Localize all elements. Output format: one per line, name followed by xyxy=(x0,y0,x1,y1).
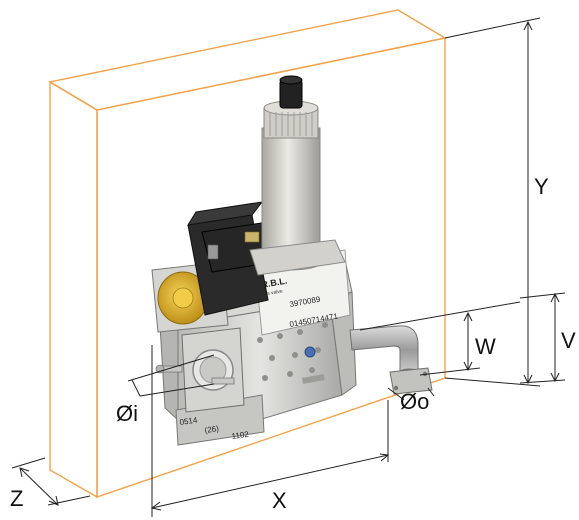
outlet-pipe xyxy=(349,325,419,375)
label-inlet-diameter: Øi xyxy=(116,401,138,426)
w-ext-bottom xyxy=(419,367,481,376)
z-dim-line xyxy=(19,467,59,506)
y-ext-bottom xyxy=(444,377,541,387)
actuator-cylinder xyxy=(261,127,321,264)
body-slot xyxy=(301,374,325,384)
cable-gland-top xyxy=(279,75,303,85)
body-mark-mid: (26) xyxy=(204,424,220,435)
oi-leader-top xyxy=(127,354,215,382)
body-mark-right: 1102 xyxy=(231,430,250,441)
actuator-base xyxy=(249,239,346,276)
actuator-ribs xyxy=(269,112,313,136)
v-ext-top xyxy=(519,292,566,299)
v-ext-bottom xyxy=(519,379,566,384)
body-mark-left: 0514 xyxy=(179,416,198,427)
blue-screw xyxy=(304,346,316,358)
w-ext-top xyxy=(359,301,521,331)
pressure-switch-knob xyxy=(172,287,194,309)
z-ext-top xyxy=(11,457,46,469)
connector-pin xyxy=(207,244,219,260)
oo-leader-left xyxy=(387,387,405,401)
oi-dim-line xyxy=(131,379,141,397)
plate-small-text: gas valve xyxy=(261,288,283,298)
label-outlet-diameter: Øo xyxy=(400,389,429,414)
valve-body-side xyxy=(159,324,179,422)
inlet-bolt-lower xyxy=(211,377,235,385)
bounding-box-side xyxy=(49,80,98,499)
label-y: Y xyxy=(534,174,549,199)
oo-leader-right xyxy=(427,387,435,397)
y-ext-top xyxy=(444,17,541,39)
dimension-lines xyxy=(11,17,566,517)
gas-valve-illustration: R.B.L. gas valve 3970089 01450714471 xyxy=(151,75,433,446)
bounding-box-top xyxy=(48,9,447,111)
outlet-flange-hole xyxy=(393,385,399,391)
plate-brand: R.B.L. xyxy=(261,276,288,290)
connector-screw xyxy=(244,231,260,243)
label-w: W xyxy=(475,334,496,359)
label-z: Z xyxy=(10,486,23,511)
label-x: X xyxy=(272,488,287,513)
label-v: V xyxy=(561,328,576,353)
x-dim-line xyxy=(151,454,389,509)
oi-leader-bottom xyxy=(139,383,215,397)
